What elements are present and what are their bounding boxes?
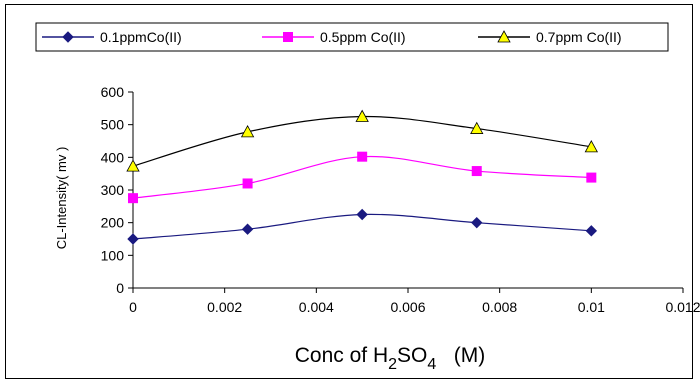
diamond-marker <box>127 233 139 245</box>
x-tick-label: 0.01 <box>578 299 605 315</box>
x-tick-label: 0.004 <box>299 299 334 315</box>
legend-diamond-marker <box>62 31 74 43</box>
y-tick-label: 0 <box>116 280 124 296</box>
diamond-marker <box>356 208 368 221</box>
series-3 <box>126 109 599 172</box>
diamond-marker <box>471 216 483 229</box>
legend-square-marker <box>283 32 293 42</box>
legend-box <box>35 22 669 52</box>
axes: 0 100 200 300 400 500 600 0 0.002 0.004 0.006 0.008… <box>101 84 700 315</box>
legend-label: 0.1ppmCo(II) <box>100 29 182 45</box>
square-marker <box>357 151 368 162</box>
square-marker <box>242 178 253 189</box>
x-tick-label: 0.012 <box>665 299 700 315</box>
legend-triangle-marker <box>497 30 511 43</box>
triangle-marker <box>584 140 599 153</box>
y-tick-label: 100 <box>101 247 125 263</box>
square-marker <box>586 172 597 183</box>
x-tick-label: 0.006 <box>390 299 425 315</box>
x-tick-label: 0 <box>129 299 137 315</box>
y-axis-label: CL-Intensity( mv ) <box>54 147 69 250</box>
y-tick-label: 400 <box>101 149 125 165</box>
line-chart: 0.1ppmCo(II) 0.5ppm Co(II) 0.7ppm Co(II) 0… <box>35 22 700 373</box>
triangle-marker <box>240 125 255 138</box>
triangle-marker <box>126 159 140 172</box>
x-tick-label: 0.002 <box>207 299 242 315</box>
series-group <box>126 109 599 245</box>
triangle-marker <box>470 121 484 134</box>
diamond-marker <box>585 225 598 237</box>
x-tick-label: 0.008 <box>482 299 517 315</box>
square-marker <box>471 166 482 177</box>
triangle-marker <box>355 109 369 122</box>
y-tick-label: 300 <box>101 182 125 198</box>
series-2 <box>128 151 597 204</box>
y-tick-label: 200 <box>101 215 125 231</box>
series-1 <box>127 208 598 245</box>
chart-frame: 0.1ppmCo(II) 0.5ppm Co(II) 0.7ppm Co(II) 0… <box>5 4 700 379</box>
series-line <box>132 155 592 199</box>
y-tick-label: 500 <box>101 117 125 133</box>
y-tick-label: 600 <box>101 84 125 100</box>
legend-label: 0.7ppm Co(II) <box>536 29 622 45</box>
square-marker <box>128 193 138 204</box>
x-axis-label: Conc of H2SO4 (M) <box>295 344 486 373</box>
diamond-marker <box>241 223 254 235</box>
legend: 0.1ppmCo(II) 0.5ppm Co(II) 0.7ppm Co(II) <box>35 22 669 52</box>
legend-label: 0.5ppm Co(II) <box>320 29 406 45</box>
